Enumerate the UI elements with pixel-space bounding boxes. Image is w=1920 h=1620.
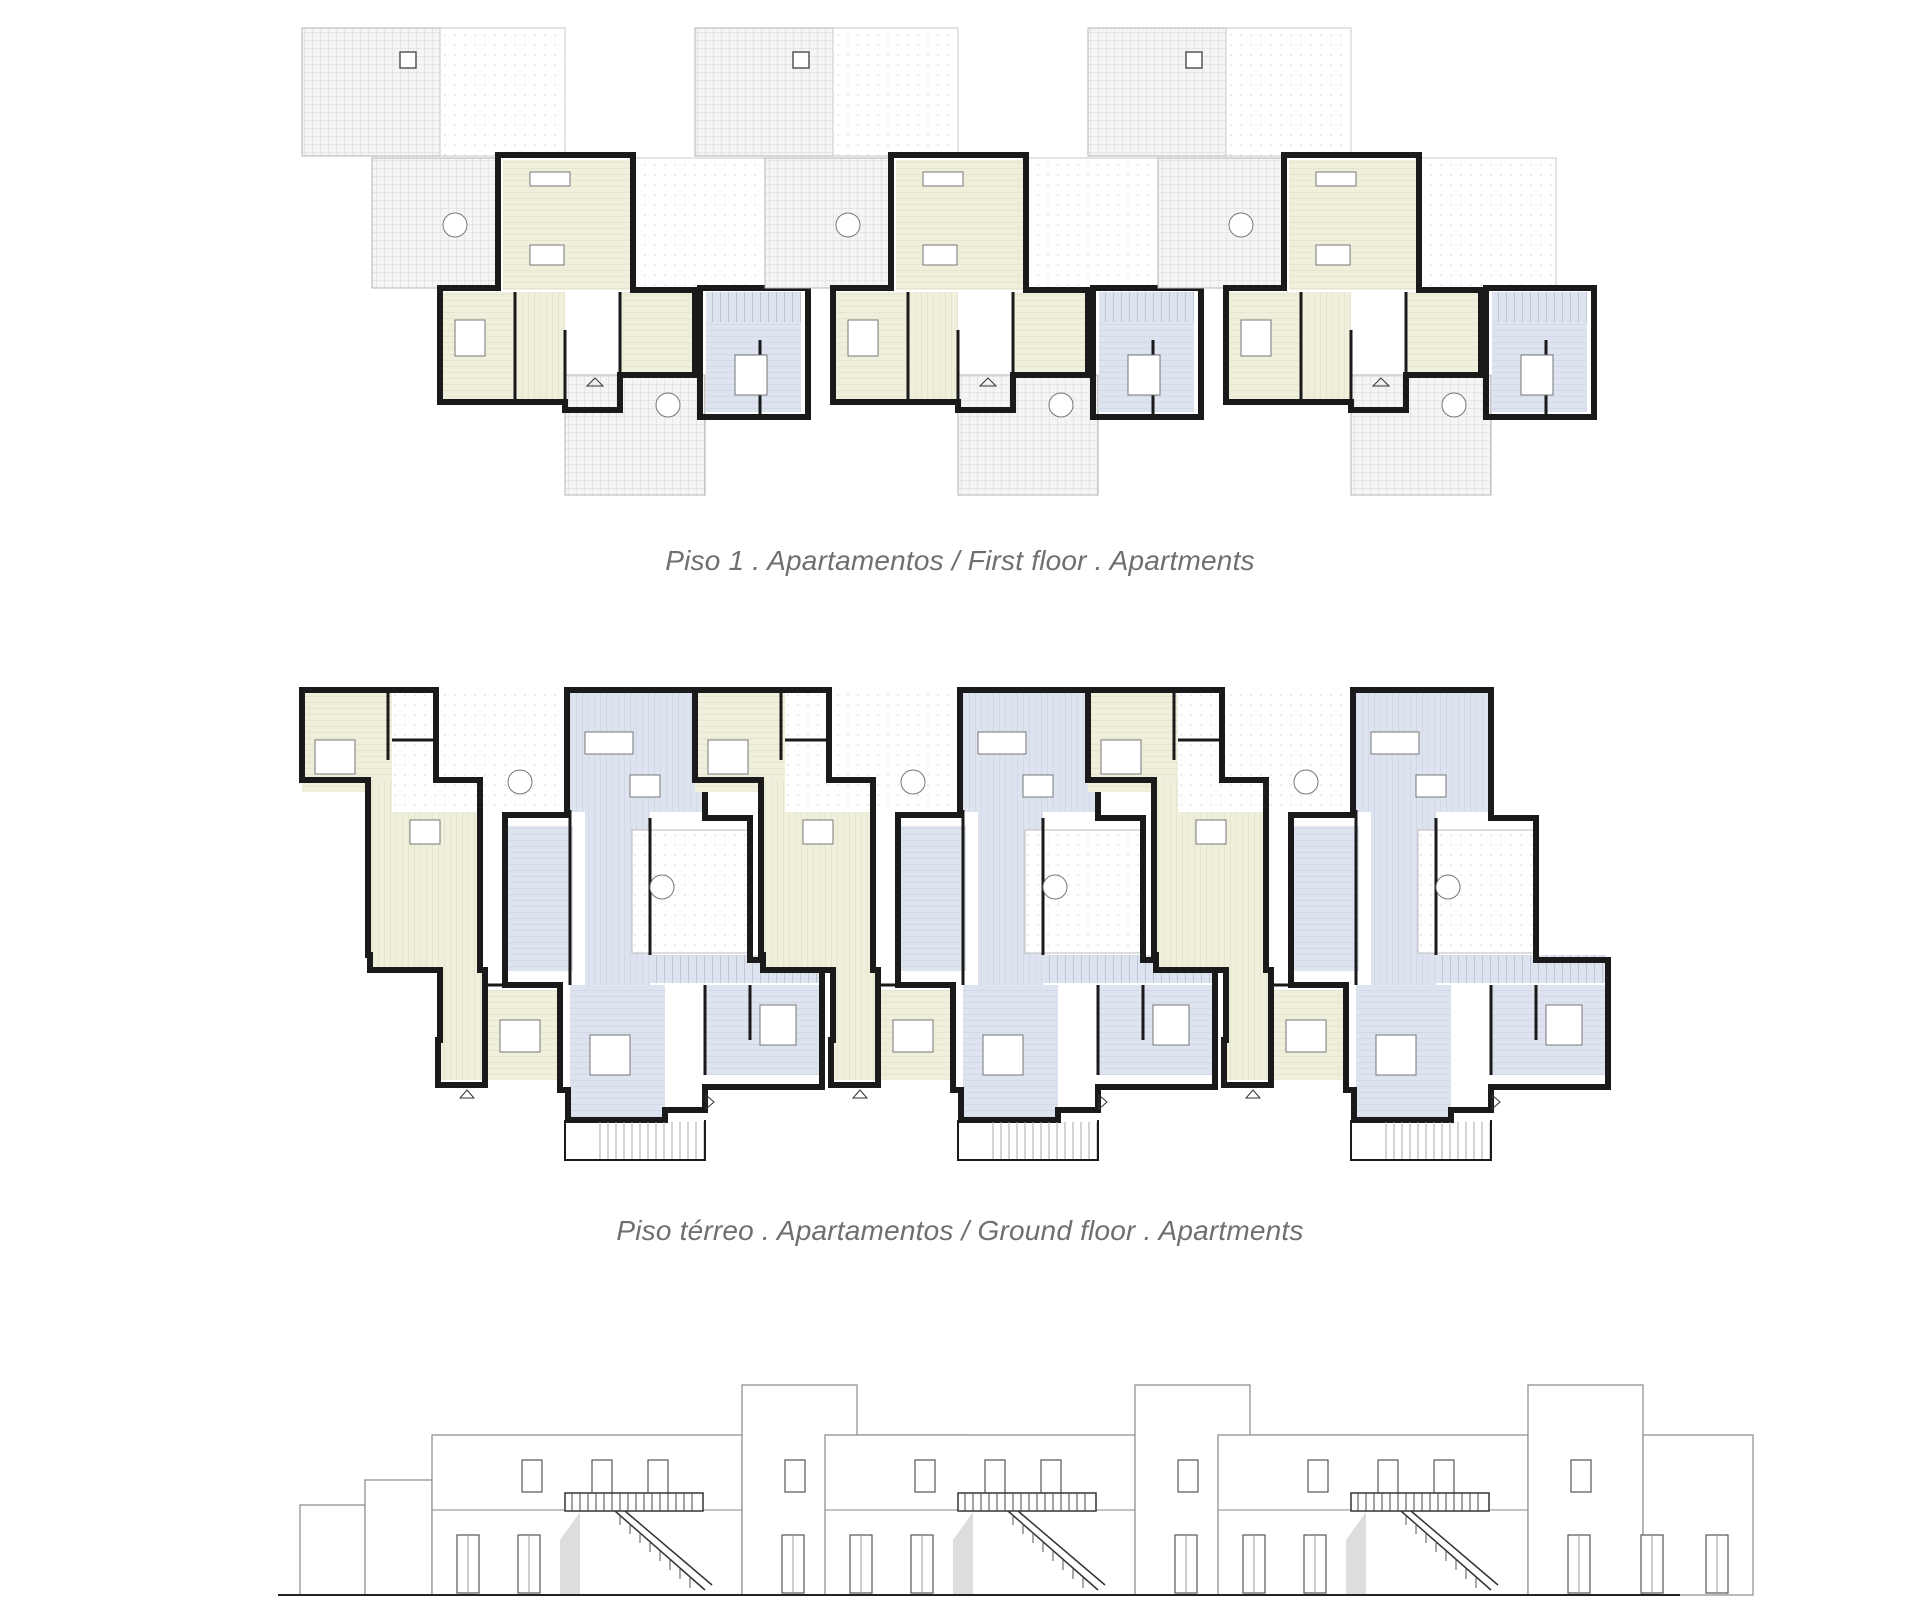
first-floor-plan [302,28,1594,495]
ground-floor-caption: Piso térreo . Apartamentos / Ground floo… [616,1215,1304,1246]
first-floor-caption: Piso 1 . Apartamentos / First floor . Ap… [665,545,1255,576]
elevation-drawing [278,1384,1754,1596]
ground-floor-plan [302,690,1608,1160]
